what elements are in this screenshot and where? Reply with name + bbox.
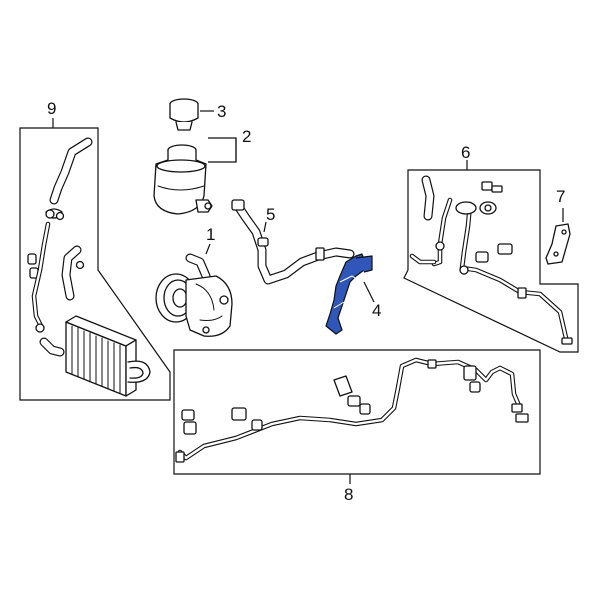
callout-7[interactable]: 7 [556, 187, 565, 206]
callout-9[interactable]: 9 [47, 99, 56, 118]
reservoir-group: 3 2 [153, 98, 251, 215]
reservoir-body [153, 144, 213, 215]
pressure-line-group: 8 [173, 349, 541, 504]
callout-2[interactable]: 2 [242, 127, 251, 146]
small-bracket: 7 [545, 187, 571, 265]
callout-6[interactable]: 6 [461, 143, 470, 162]
bracket-highlighted: 4 [325, 253, 381, 335]
pressure-hose: 5 [231, 199, 355, 285]
power-steering-pump: 1 [155, 225, 233, 337]
callout-8[interactable]: 8 [344, 485, 353, 504]
pressure-line-frame [173, 349, 541, 475]
return-line-frame [403, 169, 579, 353]
oil-cooler-frame [19, 127, 171, 401]
return-line-group: 6 [403, 143, 579, 353]
reservoir-cap [169, 98, 199, 131]
callout-3[interactable]: 3 [217, 102, 226, 121]
callout-1[interactable]: 1 [206, 225, 215, 244]
oil-cooler-core [65, 315, 151, 397]
callout-5[interactable]: 5 [266, 205, 275, 224]
callout-4[interactable]: 4 [372, 301, 381, 320]
highlighted-bracket-part [325, 253, 365, 335]
oil-cooler-group: 9 [19, 99, 171, 401]
